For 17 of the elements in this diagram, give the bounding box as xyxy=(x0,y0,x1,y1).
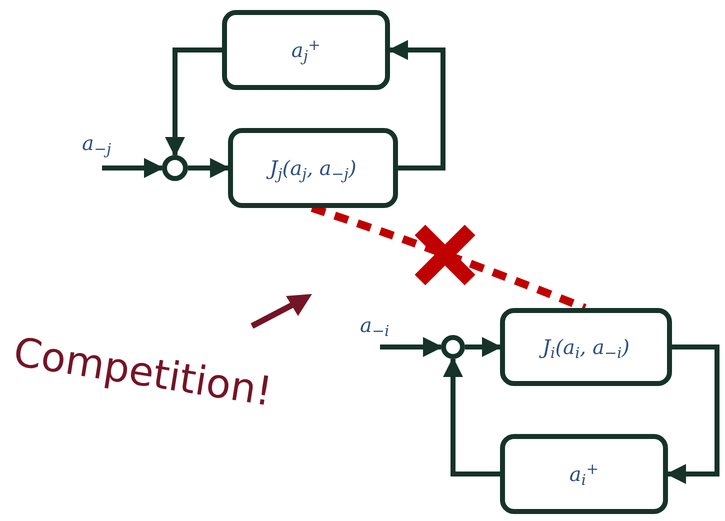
arrow xyxy=(465,337,502,357)
block-box xyxy=(500,434,668,514)
block-box xyxy=(222,10,390,90)
summing-junction xyxy=(441,335,465,359)
block-box xyxy=(500,308,672,386)
block-box xyxy=(228,128,398,208)
arrow xyxy=(443,357,500,476)
edge-label: a$_{−i}$ xyxy=(360,312,390,340)
summing-junction xyxy=(162,155,188,181)
arrow xyxy=(380,337,443,357)
arrow xyxy=(188,158,230,178)
arrow xyxy=(102,158,164,178)
annotation-text: Competition! xyxy=(9,328,276,418)
arrow xyxy=(388,40,446,170)
arrow xyxy=(165,48,222,157)
arrow xyxy=(666,344,720,484)
edge-label: a$_{−j}$ xyxy=(82,130,112,158)
